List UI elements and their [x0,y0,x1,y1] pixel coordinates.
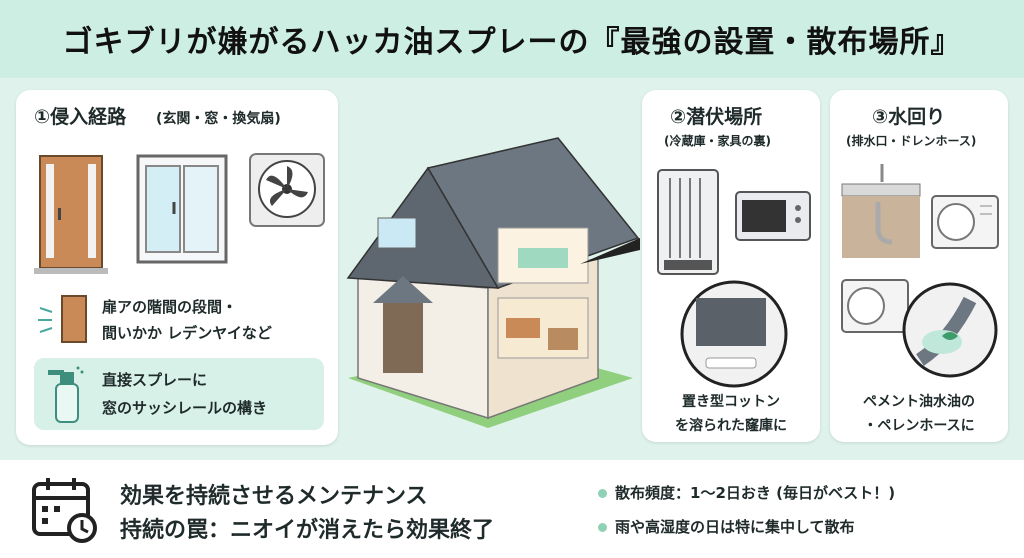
air-conditioner-outdoor-icon [841,279,909,333]
section3-caption-line1: ペメント油水油の [863,394,975,410]
section1-title: ①侵入経路 [34,106,127,128]
bullet-dot [598,489,607,498]
ventilation-fan-icon [249,153,325,227]
air-conditioner-icon [931,195,999,249]
spray-bottle-icon [48,366,84,423]
panel-hiding-spots: ②潜伏場所 (冷蔵庫・家具の裏) 置き型コットン を溶られた窿庫に [642,90,820,442]
panel-water-areas: ③水回り (排水口・ドレンホース) ペメント油水油の ・ペレンホースに [830,90,1008,442]
bullet-dot [598,523,607,532]
calendar-clock-icon [32,478,97,543]
sink-icon [841,164,921,258]
section1-tip-line2: 窓のサッシレールの構き [102,399,268,417]
maintenance-subtitle: 持続の罠：ニオイが消えたら効果終了 [120,518,495,543]
microwave-icon [735,191,811,241]
section2-caption-line2: を溶られた窿庫に [675,418,787,434]
section2-title: ②潜伏場所 [670,106,763,128]
refrigerator-icon [657,169,719,275]
pointer-arrow [580,238,640,264]
window-icon [136,154,228,264]
section1-text-line2: 間いかか レデンヤイなど [102,324,272,342]
maintenance-bullet: 散布頻度：1〜2日おき (毎日がベスト！) [615,484,896,502]
section2-subtitle: (冷蔵庫・家具の裏) [664,134,771,148]
drain-hose-zoom-icon [902,282,998,378]
maintenance-title: 効果を持続させるメンテナンス [120,484,428,509]
panel-entry-routes: ①侵入経路 (玄関・窓・換気扇) 扉アの階間の段間・ 間いかか レデンヤイなど [16,90,338,445]
section3-subtitle: (排水口・ドレンホース) [846,134,977,148]
door-icon [34,155,108,274]
maintenance-bullet: 雨や高湿度の日は特に集中して散布 [615,518,855,536]
cotton-zoom-icon [680,280,788,388]
maintenance-section: 効果を持続させるメンテナンス 持続の罠：ニオイが消えたら効果終了 散布頻度：1〜… [0,460,1024,558]
section1-subtitle: (玄関・窓・換気扇) [156,111,281,127]
page-title: ゴキブリが嫌がるハッカ油スプレーの『最強の設置・散布場所』 [62,25,962,60]
spray-tip-box: 直接スプレーに 窓のサッシレールの構き [34,358,324,430]
section1-text-line1: 扉アの階間の段間・ [102,298,238,316]
header-bar: ゴキブリが嫌がるハッカ油スプレーの『最強の設置・散布場所』 [0,0,1024,78]
section2-caption-line1: 置き型コットン [682,394,780,410]
section1-tip-line1: 直接スプレーに [102,371,208,389]
door-gap-icon [38,295,87,343]
section3-title: ③水回り [872,106,946,128]
house-illustration [346,137,640,428]
section3-caption-line2: ・ペレンホースに [863,418,975,434]
